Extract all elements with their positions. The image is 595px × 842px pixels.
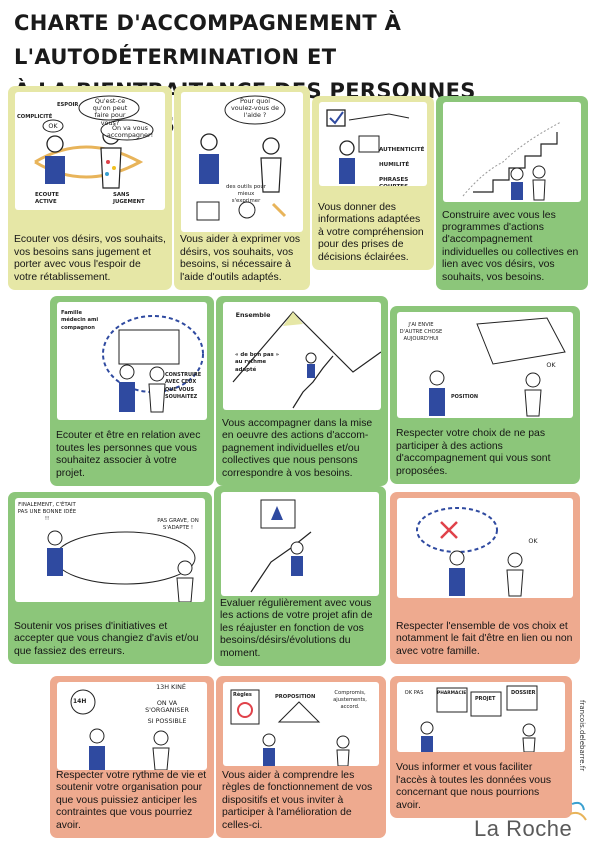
- tag-build-with: Construire avec ceux que vous souhaitez: [165, 372, 202, 401]
- tag-humility: Humilité: [379, 162, 410, 169]
- logo-text: La Roche: [474, 816, 573, 841]
- caption-rhythm: Respecter votre rythme de vie et souteni…: [56, 769, 207, 831]
- caption-initiative: Soutenir vos prises d'initiatives et acc…: [14, 620, 199, 657]
- card-family-choice: OK Respecter l'ensemble de vos choix et …: [390, 492, 580, 664]
- bubble-ok: OK: [48, 122, 58, 130]
- illustration-express: Pour quoi voulez-vous de l'aide ? des ou…: [181, 92, 303, 232]
- tag-authenticity: Authenticité: [379, 147, 425, 154]
- drawing-stairs: [462, 121, 562, 201]
- bubble-question: Qu'est-ce qu'on peut faire pour vous?: [92, 97, 128, 127]
- card-access-data: Pharmacie Projet Dossier OK pas Vous inf…: [390, 676, 572, 818]
- caption-accompany: Vous accompagner dans la mise en oeuvre …: [222, 417, 373, 479]
- author-credit: francois.delebarre.fr: [578, 700, 586, 772]
- bubble-ok-pas: OK pas: [404, 690, 424, 696]
- drawing-mountain: [232, 311, 381, 409]
- bubble-together: Ensemble: [235, 311, 271, 319]
- tag-people: Famille médecin ami compagnon: [61, 310, 99, 331]
- bubble-we-adapt: Pas grave, on s'adapte !: [157, 518, 199, 532]
- drawing-family: [416, 507, 524, 597]
- card-relation: Famille médecin ami compagnon Construire…: [50, 296, 214, 486]
- tag-proposal: Proposition: [275, 694, 316, 700]
- illustration-data: Pharmacie Projet Dossier OK pas: [397, 682, 565, 752]
- tag-file: Dossier: [511, 690, 536, 696]
- card-build-program: Construire avec vous les programmes d'ac…: [436, 96, 588, 290]
- drawing-inform: [326, 109, 410, 184]
- drawing-relation: [102, 315, 204, 413]
- illustration-evaluate: [221, 492, 379, 596]
- page-title: Charte d'accompagnement à l'autodétermin…: [14, 6, 574, 137]
- card-rhythm: 14h 13h Kiné On va s'organiser Si possib…: [50, 676, 214, 838]
- illustration-mountain: Ensemble « de bon pas » au rythme adapté: [223, 302, 381, 410]
- illustration-relation: Famille médecin ami compagnon Construire…: [57, 302, 207, 420]
- tag-short-sentences: Phrases courtes: [379, 177, 409, 186]
- tag-pharmacy: Pharmacie: [437, 691, 467, 696]
- caption-build-program: Construire avec vous les programmes d'ac…: [442, 209, 579, 283]
- caption-family-choice: Respecter l'ensemble de vos choix et not…: [396, 620, 573, 657]
- drawing-initiative: [47, 530, 196, 602]
- drawing-rules: [230, 689, 350, 766]
- logo-mark-icon: [569, 801, 587, 821]
- illustration-stairs: [443, 102, 581, 202]
- bubble-possible: Si possible: [147, 717, 187, 725]
- illustration-listen: Qu'est-ce qu'on peut faire pour vous? OK…: [15, 92, 165, 210]
- card-listen: Qu'est-ce qu'on peut faire pour vous? OK…: [8, 86, 172, 290]
- caption-listen: Ecouter vos désirs, vos souhaits, vos be…: [14, 234, 166, 283]
- drawing-evaluate: [250, 499, 312, 593]
- drawing-express: [196, 95, 287, 221]
- tag-good-pace: « de bon pas » au rythme adapté: [235, 352, 280, 373]
- card-accompany: Ensemble « de bon pas » au rythme adapté…: [216, 296, 388, 486]
- tag-values: Authenticité Humilité Phrases courtes: [379, 140, 427, 186]
- card-refuse-choice: J'ai envie d'autre chose aujourd'hui OK …: [390, 306, 580, 484]
- caption-access-data: Vous informer et vous faciliter l'accès …: [396, 762, 552, 811]
- bubble-compromise: Compromis, ajustements, accord.: [333, 690, 367, 711]
- tag-active-listening: Ecoute active: [35, 192, 59, 206]
- caption-evaluate: Evaluer régulièrement avec vous les acti…: [220, 597, 373, 659]
- bubble-ok: OK: [528, 537, 538, 545]
- tag-project: Projet: [475, 696, 496, 702]
- caption-rules: Vous aider à comprendre les règles de fo…: [222, 769, 373, 831]
- card-initiative: Finalement, c'était pas une bonne idée !…: [8, 492, 212, 664]
- card-express: Pour quoi voulez-vous de l'aide ? des ou…: [174, 86, 310, 290]
- tag-14h: 14h: [73, 698, 87, 705]
- tag-tools: des outils pour mieux s'exprimer: [226, 184, 266, 205]
- illustration-rhythm: 14h 13h Kiné On va s'organiser Si possib…: [57, 682, 207, 770]
- drawing-rhythm: [70, 689, 170, 770]
- illustration-family: OK: [397, 498, 573, 598]
- bubble-ok: OK: [546, 361, 556, 369]
- bubble-other-thing: J'ai envie d'autre chose aujourd'hui: [399, 322, 443, 343]
- illustration-refuse: J'ai envie d'autre chose aujourd'hui OK …: [397, 312, 573, 418]
- illustration-rules: Règles Proposition Compromis, ajustement…: [223, 682, 379, 766]
- tag-rules: Règles: [233, 692, 252, 698]
- bubble-what-help: Pour quoi voulez-vous de l'aide ?: [230, 97, 280, 120]
- caption-refuse-choice: Respecter votre choix de ne pas particip…: [396, 428, 551, 477]
- drawing-refuse: [429, 317, 566, 417]
- drawing-listen: [34, 95, 154, 189]
- card-rules: Règles Proposition Compromis, ajustement…: [216, 676, 386, 838]
- bubble-not-good-idea: Finalement, c'était pas une bonne idée !…: [17, 502, 77, 523]
- card-evaluate: Evaluer régulièrement avec vous les acti…: [214, 486, 386, 666]
- illustration-inform: Authenticité Humilité Phrases courtes: [319, 102, 427, 186]
- drawing-data: [420, 685, 538, 752]
- bubble-kine: 13h Kiné: [156, 683, 186, 691]
- illustration-initiative: Finalement, c'était pas une bonne idée !…: [15, 498, 205, 602]
- tag-no-judgment: Sans jugement: [113, 192, 145, 206]
- tag-hope: Espoir: [57, 102, 79, 108]
- tag-position: Position: [451, 394, 479, 400]
- card-inform: Authenticité Humilité Phrases courtes Vo…: [312, 96, 434, 270]
- bubble-accompany: On va vous accompagner!: [106, 124, 154, 140]
- title-line-1: Charte d'accompagnement à l'autodétermin…: [14, 11, 402, 69]
- caption-relation: Ecouter et être en relation avec toutes …: [56, 430, 201, 479]
- bubble-organise: On va s'organiser: [145, 699, 189, 715]
- caption-express: Vous aider à exprimer vos désirs, vos so…: [180, 234, 301, 283]
- caption-inform: Vous donner des informations adaptées à …: [318, 201, 424, 263]
- tag-complicity: Complicité: [17, 114, 53, 120]
